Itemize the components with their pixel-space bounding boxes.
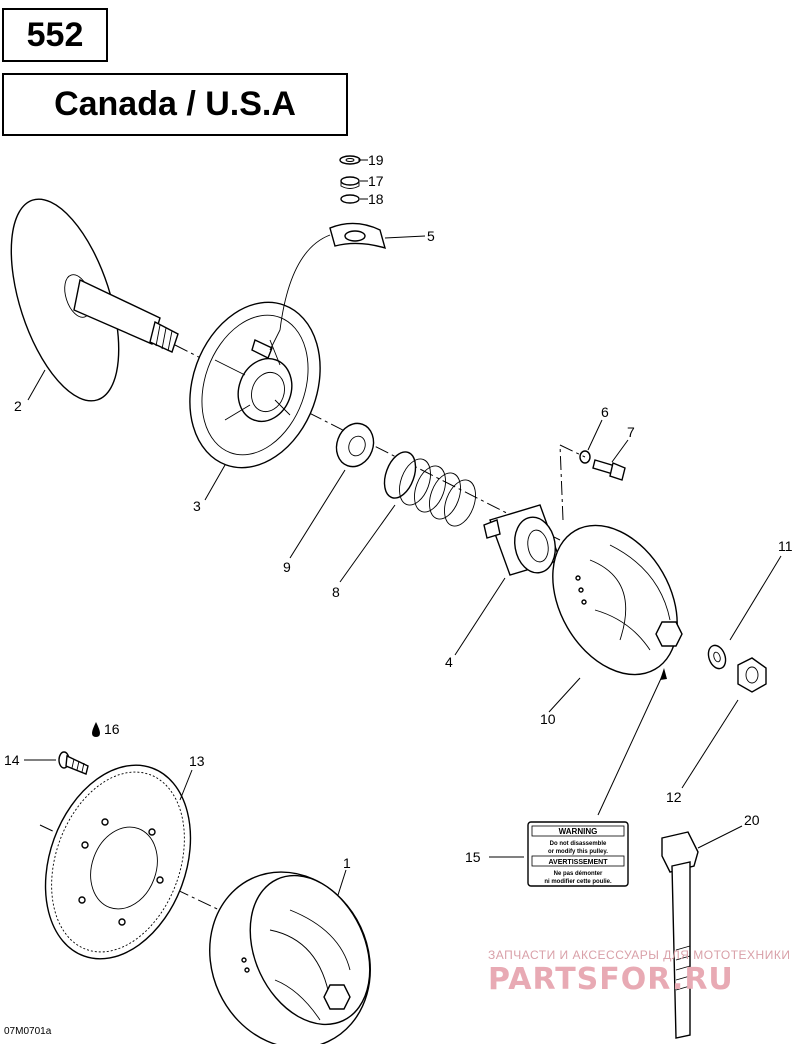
label-line-2: Do not disassemble: [550, 841, 607, 847]
callout-18: 18: [368, 191, 384, 207]
callout-1: 1: [343, 855, 351, 871]
fixed-sheave-part-2: [10, 198, 179, 402]
callout-19: 19: [368, 152, 384, 168]
diagram-code: 07M0701a: [4, 1026, 52, 1037]
bolt-part-20: [661, 831, 699, 1039]
drive-pulley-part-1: [209, 871, 371, 1044]
ring-gear-part-13: [44, 764, 192, 960]
callout-4: 4: [445, 654, 453, 670]
label-line-5: Ne pas démonter: [554, 871, 603, 877]
callout-8: 8: [332, 584, 340, 600]
label-line-4: AVERTISSEMENT: [549, 859, 609, 866]
callout-10: 10: [540, 711, 556, 727]
movable-sheave-part-3: [189, 301, 321, 469]
model-number: 552: [2, 8, 108, 62]
screw-part-14: [58, 751, 89, 775]
washer-part-19: [339, 155, 361, 165]
label-line-3: or modify this pulley.: [548, 849, 608, 855]
watermark-subtitle: ЗАПЧАСТИ И АКСЕССУАРЫ ДЛЯ МОТОТЕХНИКИ: [488, 948, 791, 962]
callout-15: 15: [465, 849, 481, 865]
callout-3: 3: [193, 498, 201, 514]
leader-lines: [24, 159, 782, 896]
callout-17: 17: [368, 173, 384, 189]
button-part-17: [340, 176, 360, 189]
label-line-1: WARNING: [559, 827, 598, 836]
callout-16: 16: [104, 721, 120, 737]
cam-part-4: [483, 504, 561, 576]
axis-line-upper: [174, 344, 561, 541]
callout-12: 12: [666, 789, 682, 805]
callout-7: 7: [627, 424, 635, 440]
cover-part-10: [552, 524, 683, 676]
spring-part-8: [383, 451, 476, 527]
washer-part-11: [707, 644, 727, 670]
callout-9: 9: [283, 559, 291, 575]
callout-20: 20: [744, 812, 760, 828]
screw-part-7: [592, 459, 626, 481]
region-title: Canada / U.S.A: [2, 73, 348, 136]
callout-13: 13: [189, 753, 205, 769]
cam-slider-part-5: [269, 222, 387, 351]
oil-drop-icon: [92, 722, 100, 737]
plate-part-9: [335, 422, 375, 468]
callout-14: 14: [4, 752, 20, 768]
warning-label-part-15: WARNING Do not disassemble or modify thi…: [527, 821, 629, 887]
watermark-logo: PARTSFOR.RU: [488, 962, 734, 997]
callout-6: 6: [601, 404, 609, 420]
washer-part-18: [340, 194, 360, 204]
callout-5: 5: [427, 228, 435, 244]
label-line-6: ni modifier cette poulie.: [544, 879, 612, 885]
callout-11: 11: [778, 538, 793, 554]
callout-2: 2: [14, 398, 22, 414]
nut-part-12: [737, 657, 767, 693]
